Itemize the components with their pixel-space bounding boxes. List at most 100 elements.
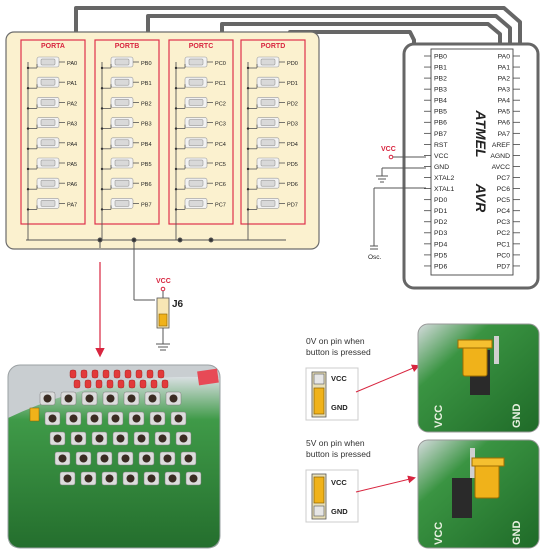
button-pa7: PA7: [26, 198, 77, 211]
state1-caption-line1: 5V on pin when: [306, 438, 365, 448]
chip-left-pin: PB6: [434, 120, 447, 127]
button-grid: [39, 391, 202, 486]
closeup0-gnd: GND: [511, 404, 523, 429]
pin-label: PA5: [67, 162, 77, 168]
button-pd3: PD3: [246, 117, 298, 130]
button-pd0: PD0: [246, 56, 298, 70]
led-row: [69, 369, 169, 389]
photo-button: [81, 391, 98, 406]
button-pa2: PA2: [26, 97, 77, 110]
chip-family: AVR: [473, 183, 489, 213]
chip-right-pin: PA6: [498, 120, 511, 127]
button-pb3: PB3: [100, 117, 152, 130]
button-pa1: PA1: [26, 76, 77, 90]
pin-label: PD1: [287, 81, 298, 87]
chip-right-pin: PC4: [497, 208, 510, 215]
pin-label: PD3: [287, 122, 298, 128]
chip-brand: ATMEL: [473, 109, 489, 157]
pin-label: PB4: [141, 142, 152, 148]
led: [84, 379, 92, 389]
pin-label: PA1: [67, 81, 77, 87]
button-pd4: PD4: [246, 137, 298, 150]
chip-left-pin: XTAL2: [434, 175, 454, 182]
photo-button: [102, 391, 119, 406]
pin-label: PC2: [215, 101, 226, 107]
led: [139, 379, 147, 389]
button-pb7: PB7: [100, 198, 152, 211]
chip-left-pin: GND: [434, 164, 449, 171]
state0-caption: 0V on pin when button is pressed: [306, 336, 371, 358]
state1-bottom-label: GND: [331, 507, 348, 516]
pin-label: PA2: [67, 101, 77, 107]
chip-left-pin: PB0: [434, 53, 447, 60]
button-pc6: PC6: [174, 177, 226, 191]
photo-button: [59, 471, 76, 486]
port-frame: [20, 39, 86, 225]
button-pb0: PB0: [100, 56, 152, 70]
photo-button: [159, 451, 176, 466]
chip-left-pin: PD2: [434, 219, 447, 226]
state0-caption-line1: 0V on pin when: [306, 336, 365, 346]
board-photo: [7, 364, 221, 549]
led: [80, 369, 88, 379]
led: [161, 379, 169, 389]
port-title: PORTD: [261, 43, 286, 50]
photo-button: [96, 451, 113, 466]
chip-right-pin: PA3: [498, 87, 511, 94]
photo-button: [65, 411, 82, 426]
photo-button: [75, 451, 92, 466]
photo-button: [44, 411, 61, 426]
photo-button: [149, 411, 166, 426]
pin-label: PD4: [287, 142, 298, 148]
pin-label: PC6: [215, 182, 226, 188]
chip-left-pin: PD4: [434, 241, 447, 248]
chip-left-pin: PB1: [434, 64, 447, 71]
state0-top-label: VCC: [331, 374, 347, 383]
pin-label: PB7: [141, 202, 152, 208]
state1-caption-line2: button is pressed: [306, 449, 371, 459]
chip-right-pin: PC5: [497, 197, 510, 204]
button-pb5: PB5: [100, 157, 152, 171]
led: [146, 369, 154, 379]
port-frame: [168, 39, 234, 225]
button-pc5: PC5: [174, 157, 226, 171]
button-pc0: PC0: [174, 56, 226, 70]
pin-label: PC3: [215, 122, 226, 128]
button-pc4: PC4: [174, 137, 226, 150]
photo-button: [80, 471, 97, 486]
pin-label: PB2: [141, 101, 152, 107]
chip-right-pin: AVCC: [492, 164, 510, 171]
jumper-label: J6: [172, 299, 184, 310]
photo-button: [54, 451, 71, 466]
photo-button: [128, 411, 145, 426]
chip-power-connections: VCC Osc.: [368, 146, 426, 261]
chip-right-pin: PC6: [497, 186, 510, 193]
button-pc2: PC2: [174, 97, 226, 110]
button-pb6: PB6: [100, 177, 152, 191]
chip-right-pin: PA0: [498, 53, 511, 60]
chip-left-pin: PD3: [434, 230, 447, 237]
chip-vcc-label: VCC: [381, 146, 396, 153]
chip-right-pin: PA4: [498, 98, 511, 105]
led: [150, 379, 158, 389]
pin-label: PA4: [67, 142, 77, 148]
state0-caption-line2: button is pressed: [306, 347, 371, 357]
chip-right-pin: PC2: [497, 230, 510, 237]
pin-label: PD7: [287, 202, 298, 208]
dip-switch: [197, 368, 219, 386]
led: [128, 379, 136, 389]
chip-right-pin: PA7: [498, 131, 511, 138]
chip-left-pin: PB3: [434, 87, 447, 94]
photo-button: [133, 431, 150, 446]
chip-left-pin: PB5: [434, 109, 447, 116]
photo-button: [101, 471, 118, 486]
led: [124, 369, 132, 379]
photo-button: [49, 431, 66, 446]
port-title: PORTB: [115, 43, 140, 50]
closeup1-gnd: GND: [511, 521, 523, 546]
closeup-photo-0v: VCC GND: [417, 323, 540, 433]
photo-button: [123, 391, 140, 406]
photo-button: [117, 451, 134, 466]
